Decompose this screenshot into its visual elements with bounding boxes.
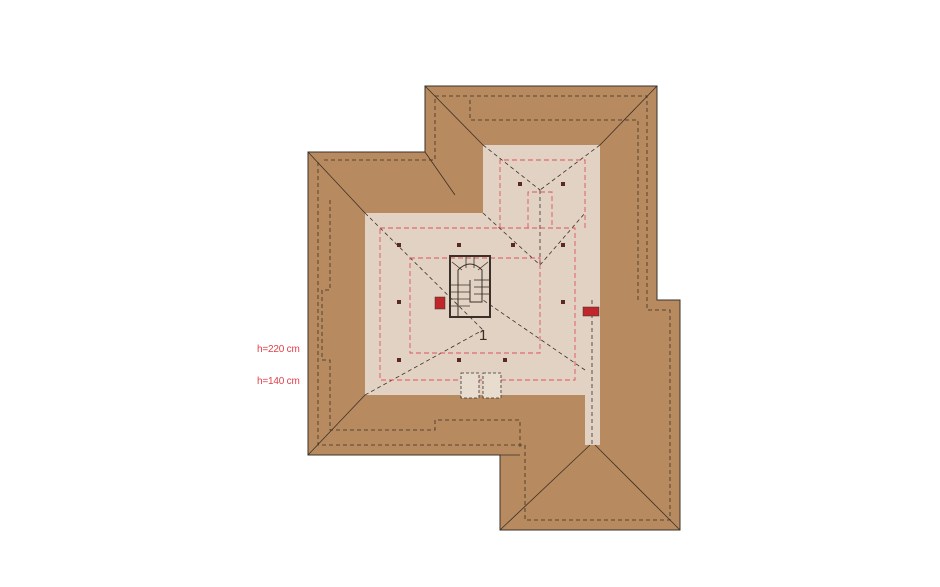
staircase-icon	[449, 255, 491, 318]
structural-posts	[397, 182, 565, 362]
chimney	[434, 296, 446, 310]
height-label-140: h=140 cm	[257, 376, 300, 387]
chimney	[582, 306, 600, 317]
dormer-windows	[460, 372, 502, 399]
height-label-220: h=220 cm	[257, 344, 300, 355]
roof-hip-lines	[307, 85, 681, 531]
room-number: 1	[479, 327, 488, 344]
eave-dashed-lines	[317, 95, 671, 521]
